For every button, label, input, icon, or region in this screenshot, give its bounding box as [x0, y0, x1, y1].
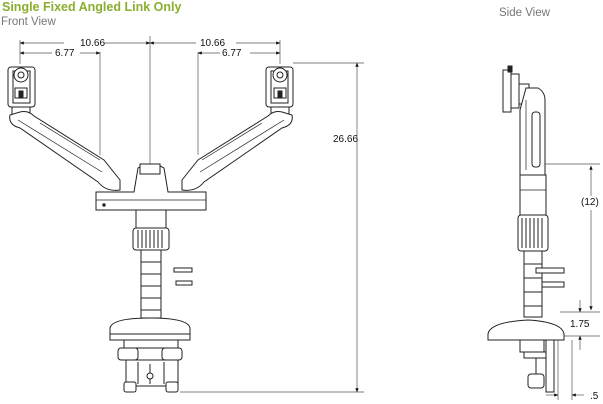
side-clamp — [487, 319, 565, 393]
center-hub — [95, 163, 207, 211]
dim-total-height: 26.66 — [333, 134, 358, 145]
dim-left-outer-width: 10.66 — [80, 38, 105, 49]
side-pole — [517, 174, 565, 318]
left-vesa-plate — [7, 66, 36, 116]
side-view-label: Side View — [499, 7, 550, 19]
left-arm — [9, 111, 121, 191]
dim-right-inner-width: 6.77 — [222, 48, 242, 59]
diagram-title: Single Fixed Angled Link Only — [2, 0, 182, 14]
side-arm — [519, 87, 546, 176]
side-dimension-lines — [540, 163, 600, 400]
dim-side-height: (12) — [581, 197, 599, 208]
dim-right-outer-width: 10.66 — [200, 38, 225, 49]
front-view — [7, 36, 364, 393]
front-dimension-lines — [19, 36, 364, 393]
dim-clamp-height: 1.75 — [570, 319, 590, 330]
front-clamp — [109, 317, 191, 393]
front-pole — [132, 209, 193, 319]
right-arm — [181, 111, 293, 191]
side-view — [487, 65, 600, 400]
front-view-label: Front View — [1, 16, 56, 28]
dim-left-inner-width: 6.77 — [55, 48, 75, 59]
right-vesa-plate — [265, 66, 294, 116]
dim-clamp-offset: .5 — [590, 391, 599, 402]
